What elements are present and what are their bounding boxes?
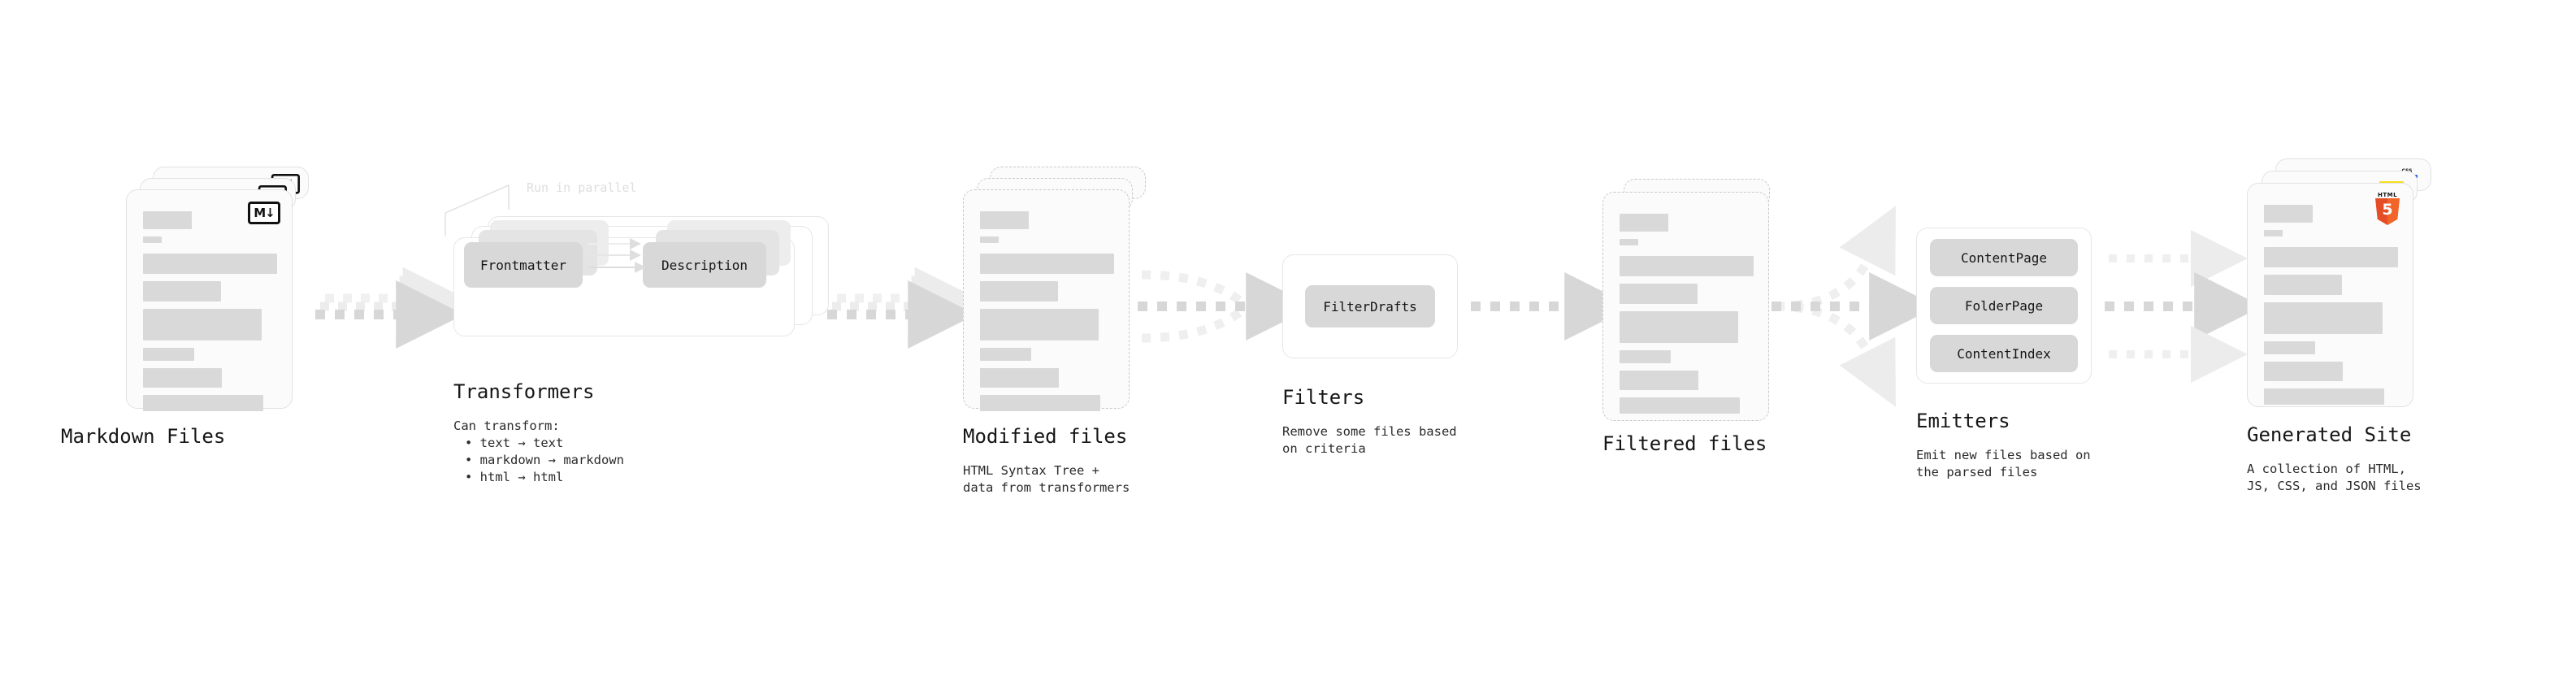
stage-generated-site: CSS HTML 5 Generated Site A collection <box>2247 158 2442 495</box>
content-bar <box>980 368 1059 388</box>
content-bar <box>2264 230 2283 236</box>
arrow-transformers-to-modified <box>827 267 978 349</box>
content-bar <box>980 395 1100 411</box>
modified-desc-line-1: HTML Syntax Tree + <box>963 463 1099 478</box>
stage-filters: FilterDrafts Filters Remove some files b… <box>1282 254 1458 458</box>
html5-icon: HTML 5 <box>2374 192 2401 226</box>
content-bar <box>1620 311 1738 343</box>
generated-desc-line-2: JS, CSS, and JSON files <box>2247 479 2422 493</box>
generated-desc-line-1: A collection of HTML, <box>2247 462 2406 476</box>
content-bar <box>2264 341 2315 354</box>
stage-markdown-files: M↓ M↓ M↓ Markdown Files <box>61 167 313 448</box>
stage-title-transformers: Transformers <box>453 380 595 403</box>
transformer-chip-description[interactable]: Description <box>643 242 766 288</box>
content-bar <box>143 236 162 243</box>
emitters-desc-line-1: Emit new files based on <box>1916 448 2091 462</box>
stage-title-modified: Modified files <box>963 425 1128 448</box>
parallel-callout-line <box>445 184 510 236</box>
stage-modified-files: Modified files HTML Syntax Tree + data f… <box>963 167 1150 497</box>
emitters-desc-line-2: the parsed files <box>1916 465 2038 479</box>
modified-file-card <box>963 189 1130 411</box>
emitter-chip-folderpage[interactable]: FolderPage <box>1930 287 2078 324</box>
content-bar <box>1620 350 1671 363</box>
transformer-inner-arrows <box>588 238 646 273</box>
content-bar <box>980 309 1099 340</box>
content-bar <box>143 254 277 274</box>
arrow-markdown-to-transformers <box>315 267 466 349</box>
content-bar <box>1620 239 1638 245</box>
filters-desc-line-2: on criteria <box>1282 441 1366 456</box>
content-bar <box>143 309 262 340</box>
content-bar <box>1620 371 1698 390</box>
modified-desc-line-2: data from transformers <box>963 480 1130 495</box>
content-bar <box>143 368 222 388</box>
content-bar <box>980 211 1029 229</box>
stage-title-generated: Generated Site <box>2247 423 2412 446</box>
content-bar <box>1620 256 1754 276</box>
filters-box: FilterDrafts <box>1282 254 1458 358</box>
transformer-box: Frontmatter Description <box>453 220 795 336</box>
arrow-modified-to-filters <box>1138 270 1315 343</box>
content-bar <box>1620 214 1668 232</box>
stage-filtered-files: Filtered files <box>1602 179 1789 455</box>
list-item: • markdown → markdown <box>465 453 624 467</box>
markdown-icon: M↓ <box>248 202 280 224</box>
content-bar <box>2264 302 2383 334</box>
filters-desc-line-1: Remove some files based <box>1282 424 1457 439</box>
html5-label: HTML <box>2377 192 2398 198</box>
content-bar <box>2264 247 2398 267</box>
content-bar <box>2264 388 2384 405</box>
arrow-filtered-to-emitters <box>1772 206 1938 407</box>
list-item: • html → html <box>465 470 564 484</box>
content-bar <box>2264 362 2343 381</box>
content-bar <box>1620 397 1740 414</box>
arrow-emitters-to-generated <box>2105 230 2263 383</box>
markdown-file-card: M↓ <box>126 189 293 411</box>
content-bar <box>143 348 194 361</box>
html5-shield: 5 <box>2375 198 2400 225</box>
transformers-desc-list: • text → text • markdown → markdown • ht… <box>465 435 835 486</box>
content-bar <box>980 348 1031 361</box>
list-item: • text → text <box>465 436 564 450</box>
content-bar <box>2264 205 2313 223</box>
emitter-chip-contentpage[interactable]: ContentPage <box>1930 239 2078 276</box>
content-bar <box>2264 275 2342 295</box>
content-bar <box>980 236 999 243</box>
content-bar <box>980 254 1114 274</box>
transformer-chip-frontmatter[interactable]: Frontmatter <box>464 242 583 288</box>
content-bar <box>143 395 263 411</box>
generated-file-card: HTML 5 <box>2247 183 2413 407</box>
filter-chip-filterdrafts[interactable]: FilterDrafts <box>1305 285 1435 327</box>
filtered-file-card <box>1602 192 1769 421</box>
stage-transformers: Run in parallel Frontmatter Description … <box>445 180 835 486</box>
stage-title-filters: Filters <box>1282 386 1365 409</box>
emitters-box: ContentPage FolderPage ContentIndex <box>1916 228 2092 384</box>
emitter-chip-contentindex[interactable]: ContentIndex <box>1930 335 2078 372</box>
html5-digit: 5 <box>2382 201 2393 219</box>
content-bar <box>1620 284 1698 304</box>
run-in-parallel-label: Run in parallel <box>527 180 637 195</box>
stage-title-filtered: Filtered files <box>1602 432 1767 455</box>
transformers-desc-heading: Can transform: <box>453 419 560 433</box>
stage-title-markdown: Markdown Files <box>61 425 226 448</box>
stage-emitters: ContentPage FolderPage ContentIndex Emit… <box>1916 228 2092 481</box>
content-bar <box>143 211 192 229</box>
content-bar <box>143 281 221 301</box>
stage-title-emitters: Emitters <box>1916 410 2010 432</box>
content-bar <box>980 281 1058 301</box>
